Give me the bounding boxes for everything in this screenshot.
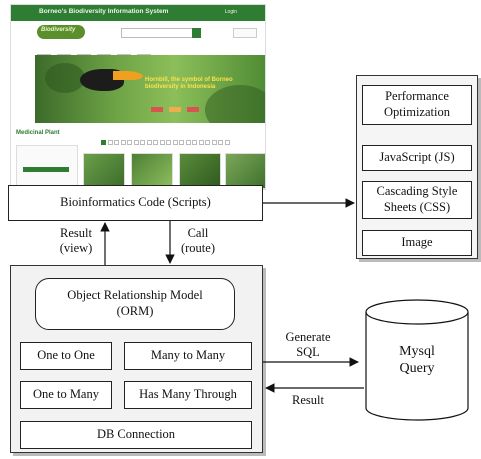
hero-text: Hornbill, the symbol of Borneo biodivers… (145, 77, 233, 91)
performance-optimization-label: Performance Optimization (384, 89, 450, 119)
section-title: Medicinal Plant (16, 130, 60, 136)
call-route-label: Call (route) (180, 226, 215, 255)
plant-thumbnail (83, 153, 125, 189)
login-link: Login (224, 9, 237, 15)
plant-thumbnail (225, 153, 265, 189)
javascript-label: JavaScript (JS) (379, 150, 455, 165)
site-title: Borneo's Biodiversity Information System (39, 8, 169, 15)
mysql-cylinder (365, 299, 469, 421)
hero-button-1 (151, 107, 163, 112)
orm-title-label: Object Relationship Model (ORM) (67, 288, 203, 318)
db-connection-label: DB Connection (96, 427, 176, 442)
many-to-many-label: Many to Many (150, 348, 226, 363)
javascript-box: JavaScript (JS) (362, 145, 472, 171)
website-screenshot: Borneo's Biodiversity Information System… (10, 4, 266, 190)
generate-sql-label: Generate SQL (285, 330, 331, 359)
many-to-many-box: Many to Many (124, 342, 252, 370)
one-to-one-label: One to One (37, 348, 95, 363)
site-search-button (192, 28, 201, 38)
one-to-one-box: One to One (20, 342, 112, 370)
one-to-many-label: One to Many (33, 387, 99, 402)
db-connection-box: DB Connection (20, 421, 252, 449)
image-label: Image (401, 235, 433, 250)
css-box: Cascading Style Sheets (CSS) (362, 181, 472, 219)
one-to-many-box: One to Many (20, 381, 112, 409)
performance-optimization-box: Performance Optimization (362, 85, 472, 125)
plant-thumbnail (131, 153, 173, 189)
hero-banner: Hornbill, the symbol of Borneo biodivers… (35, 55, 265, 123)
site-header-button (233, 28, 257, 38)
has-many-through-label: Has Many Through (139, 387, 237, 402)
site-logo-text: Biodiversity (41, 27, 76, 33)
site-logo (37, 25, 85, 39)
result-label: Result (292, 393, 324, 407)
alphabet-filter (101, 132, 265, 145)
bioinformatics-code-label: Bioinformatics Code (Scripts) (60, 195, 211, 210)
hero-button-2 (169, 107, 181, 112)
result-view-label: Result (view) (59, 226, 93, 255)
orm-title-box: Object Relationship Model (ORM) (35, 278, 235, 330)
css-label: Cascading Style Sheets (CSS) (376, 184, 458, 214)
image-box: Image (362, 230, 472, 256)
hornbill-beak (113, 71, 143, 80)
has-many-through-box: Has Many Through (124, 381, 252, 409)
bioinformatics-code-box: Bioinformatics Code (Scripts) (8, 185, 263, 221)
hero-button-3 (187, 107, 199, 112)
mysql-query-label: Mysql Query (399, 344, 435, 376)
site-header-bar (11, 5, 265, 21)
filter-button (23, 167, 69, 172)
